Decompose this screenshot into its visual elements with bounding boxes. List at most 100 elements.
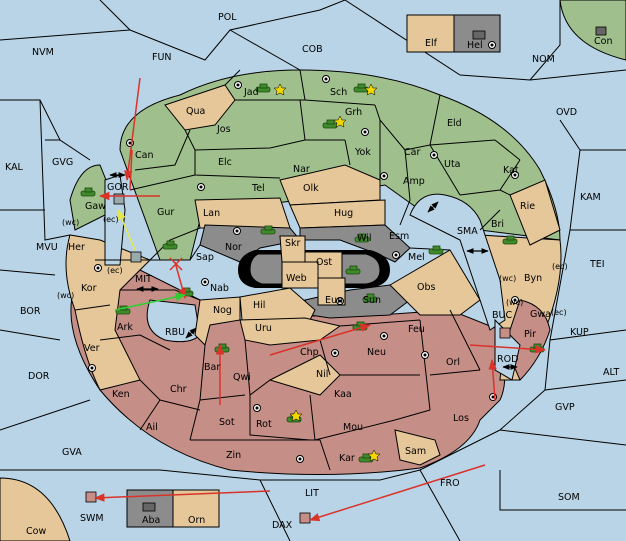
sea-kup: KUP [570, 327, 589, 338]
army-icon [345, 265, 361, 275]
label-elf: Elf [425, 38, 438, 49]
army-icon [354, 233, 370, 243]
fleet-icon [595, 26, 607, 36]
sea-bor: BOR [20, 306, 41, 317]
label-ken: Ken [112, 389, 130, 400]
sea-gvp: GVP [555, 402, 575, 413]
army-icon [362, 293, 378, 303]
label-sot: Sot [219, 417, 235, 428]
army-icon [322, 119, 338, 129]
star-icon [273, 83, 287, 96]
label-hug: Hug [334, 208, 353, 219]
passage-arrows [109, 172, 518, 370]
label-car: Car [404, 147, 420, 158]
land-elf[interactable] [406, 14, 455, 53]
land-qua[interactable] [164, 84, 236, 131]
label-ver: Ver [84, 343, 100, 354]
star-icon [289, 409, 303, 422]
sea-gvg: GVG [52, 157, 73, 168]
coast-gwa-wc: (wc) [506, 298, 523, 307]
label-orn: Orn [188, 515, 205, 526]
army-icon [260, 225, 276, 235]
region-west-tan [65, 234, 151, 391]
land-wil-gray [299, 224, 411, 263]
label-mel: Mel [408, 252, 425, 263]
army-icon [162, 240, 178, 250]
label-chp: Chp [300, 347, 319, 358]
sea-nom: NOM [532, 54, 555, 65]
fleet-icon [472, 30, 486, 40]
label-neu: Neu [367, 347, 386, 358]
label-can: Can [135, 150, 153, 161]
label-uru: Uru [255, 323, 272, 334]
label-zin: Zin [226, 450, 241, 461]
order-arrow-yellow [117, 209, 136, 251]
land-sam[interactable] [394, 429, 441, 466]
label-eld: Eld [447, 118, 462, 129]
label-nar: Nar [293, 164, 310, 175]
label-gwa: Gwa [530, 309, 551, 320]
sea-buc: BUC [492, 310, 512, 321]
sea-rod: ROD [497, 354, 518, 365]
label-grh: Grh [345, 107, 362, 118]
label-sam: Sam [405, 446, 426, 457]
label-pir: Pir [524, 329, 536, 340]
sea-dor: DOR [28, 371, 50, 382]
label-cow: Cow [26, 526, 46, 537]
army-icon [428, 245, 444, 255]
label-sap: Sap [196, 252, 214, 263]
sea-dax: DAX [272, 520, 293, 531]
fleet-icon [499, 327, 511, 339]
sea-pol: POL [218, 12, 237, 23]
label-sun: Sun [363, 295, 381, 306]
label-jad: Jad [243, 87, 259, 98]
label-amp: Amp [403, 176, 425, 187]
coast-mit-ec: (ec) [107, 266, 123, 275]
label-eun: Eun [325, 295, 343, 306]
sea-lit: LIT [305, 488, 319, 499]
label-skr: Skr [285, 238, 301, 249]
sea-gor: GOR [107, 182, 129, 193]
sea-kal: KAL [5, 162, 24, 173]
star-markers [273, 83, 381, 462]
sea-som: SOM [558, 492, 580, 503]
label-web: Web [286, 273, 307, 284]
label-con: Con [594, 36, 612, 47]
coast-labels: (ec) (wc) (ec) (wc) (wc) (ec) (wc) (ec) [57, 215, 568, 317]
label-aba: Aba [142, 515, 160, 526]
label-hel: Hel [467, 40, 483, 51]
label-ail: Ail [146, 422, 158, 433]
sea-fun: FUN [152, 52, 172, 63]
label-ark: Ark [117, 322, 133, 333]
sea-alt: ALT [603, 367, 619, 378]
coast-byn-ec: (ec) [552, 262, 568, 271]
order-arrows-red [93, 77, 547, 522]
sea-fro: FRO [440, 478, 460, 489]
coast-gaw-wc: (wc) [62, 218, 79, 227]
land-sun[interactable] [304, 284, 411, 319]
sea-rbu: RBU [165, 327, 185, 338]
fleet-icon [85, 491, 97, 503]
sea-cob: COB [302, 44, 323, 55]
label-kar: Kar [339, 453, 355, 464]
label-elc: Elc [218, 157, 232, 168]
coast-gor-ec: (ec) [103, 215, 119, 224]
land-obs[interactable] [389, 249, 481, 316]
land-olk[interactable] [279, 164, 381, 206]
fleet-units[interactable] [85, 26, 607, 524]
label-gaw: Gaw [85, 201, 106, 212]
label-obs: Obs [417, 282, 436, 293]
label-hil: Hil [253, 300, 265, 311]
label-kor: Kor [81, 283, 97, 294]
land-labels: Con Elf Hel Cow Aba Orn Jad Sch Qua Grh … [26, 36, 612, 537]
sea-kam: KAM [580, 192, 601, 203]
army-icon [358, 453, 374, 463]
land-orn[interactable] [172, 489, 220, 528]
label-jos: Jos [216, 124, 231, 135]
label-lan: Lan [203, 208, 220, 219]
label-bar: Bar [204, 362, 220, 373]
land-rie[interactable] [509, 179, 561, 246]
coast-kor-wc: (wc) [57, 291, 74, 300]
